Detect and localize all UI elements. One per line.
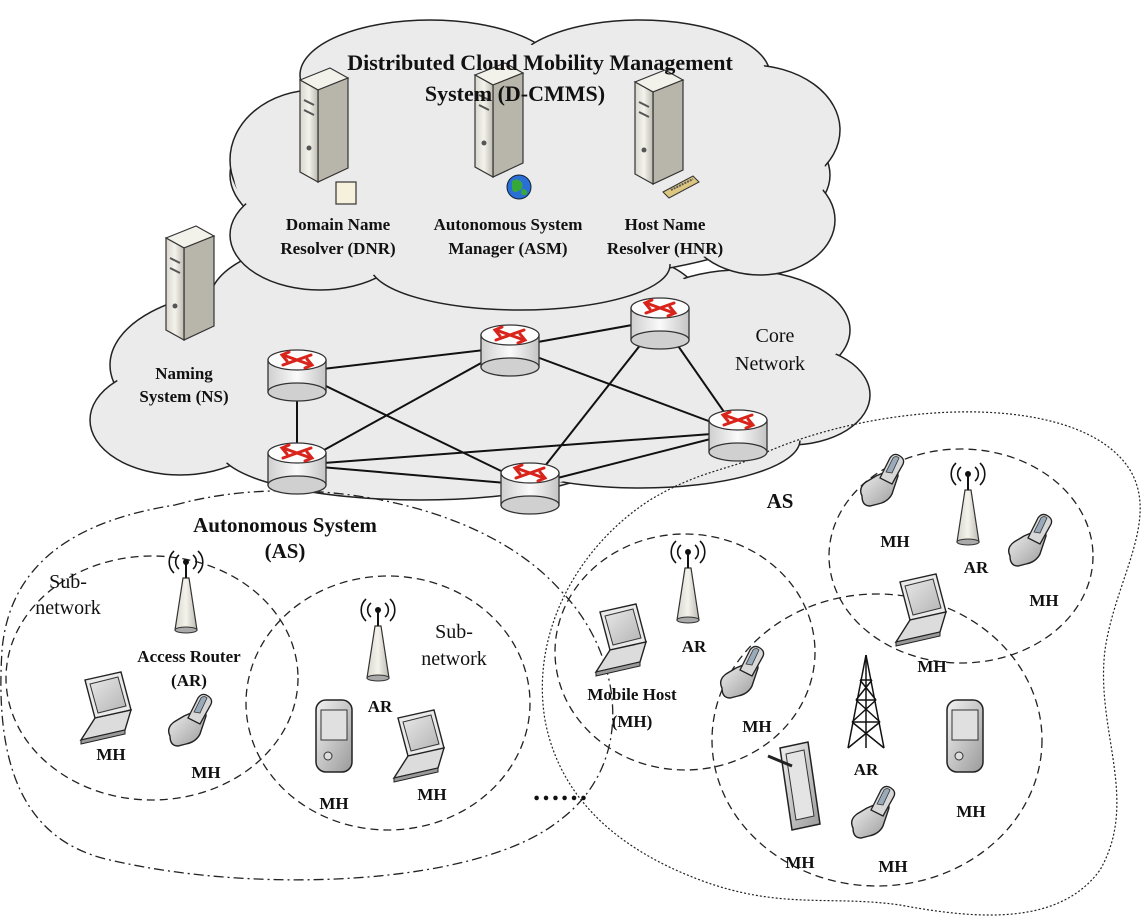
access-router-label-line1: Access Router [137,647,241,666]
ar-label-left-2: AR [368,697,393,716]
laptop-icon [392,709,446,783]
antenna-icon [950,462,986,546]
dnr-label-line2: Resolver (DNR) [280,239,395,258]
flip-phone-icon [167,693,213,747]
router-icon [708,409,768,462]
mh-label-r3: MH [917,657,946,676]
ar-label-r2: AR [964,558,989,577]
subnet-label-1-line1: Sub- [49,571,87,593]
mh-label-l4: MH [417,785,446,804]
antenna-icon [670,540,706,624]
subnetwork-circle-left-2 [245,575,531,831]
as-right-boundary [541,411,1141,916]
asm-label-line1: Autonomous System [434,215,583,234]
laptop-icon [79,671,133,745]
mh-label-r7: MH [878,857,907,876]
antenna-icon [360,598,396,682]
router-icon [480,324,540,377]
mh-label-r5: MH [956,802,985,821]
hnr-label-line1: Host Name [625,215,706,234]
mh-label-l2: MH [191,763,220,782]
naming-system-server-icon [164,225,216,342]
mh-label-r4: MH [742,717,771,736]
ns-label-line2: System (NS) [139,387,228,406]
laptop-icon [894,573,948,647]
hnr-label-line2: Resolver (HNR) [607,239,723,258]
asm-label-line2: Manager (ASM) [448,239,567,258]
mobile-host-label-line2: (MH) [612,712,653,731]
as-left-title-line1: Autonomous System [193,513,377,537]
flip-phone-icon [850,785,896,839]
mh-label-r6: MH [785,853,814,872]
subnetwork-circle-left-1 [5,555,299,801]
subnet-label-1-line2: network [35,597,101,619]
subnet-label-2-line2: network [421,648,487,670]
ellipsis-more-as: …… [532,776,588,807]
servers [164,62,700,342]
ar-label-r1: AR [682,637,707,656]
router-icon [267,442,327,495]
core-network-label-line2: Network [735,353,805,375]
mh-label-r1: MH [880,532,909,551]
subnetwork-circle-right-3 [828,448,1094,664]
laptop-icon [594,603,648,677]
ns-label-line1: Naming [155,364,213,383]
pda-icon [946,699,984,773]
router-icon [500,462,560,515]
subnet-label-2-line1: Sub- [435,621,473,643]
core-routers [267,297,768,515]
flip-phone-icon [719,645,765,699]
as-right-title: AS [767,489,794,513]
core-network-label-line1: Core [756,325,795,347]
as-left-title-line2: (AS) [265,539,306,563]
router-icon [630,297,690,350]
mh-label-r2: MH [1029,591,1058,610]
dnr-label-line1: Domain Name [286,215,391,234]
document-icon [335,181,357,205]
hnr-server-icon [633,69,700,199]
subnetwork-circle-right-1 [554,533,816,771]
access-router-label-line2: (AR) [171,671,207,690]
access-routers [168,462,986,682]
globe-icon [506,174,532,200]
subnetwork-circle-right-2 [711,593,1043,887]
asm-server-icon [473,62,532,200]
dcmms-title-line1: Distributed Cloud Mobility Management [347,50,733,75]
dcmms-title-line2: System (D-CMMS) [425,81,605,106]
mh-label-l3: MH [319,794,348,813]
tablet-icon [767,741,821,831]
cell-tower-icon [847,654,885,749]
flip-phone-icon [1007,513,1053,567]
mobile-hosts [79,453,1053,839]
ar-label-r3: AR [854,760,879,779]
network-card-icon [662,175,700,199]
pda-icon [315,699,353,773]
mh-label-l1: MH [96,745,125,764]
dcmms-title: Distributed Cloud Mobility Management Sy… [347,50,733,106]
mobile-host-label-line1: Mobile Host [587,685,677,704]
dnr-server-icon [298,67,357,205]
router-icon [267,349,327,402]
antenna-icon [168,550,204,634]
as-left-boundary [0,490,614,881]
flip-phone-icon [859,453,905,507]
